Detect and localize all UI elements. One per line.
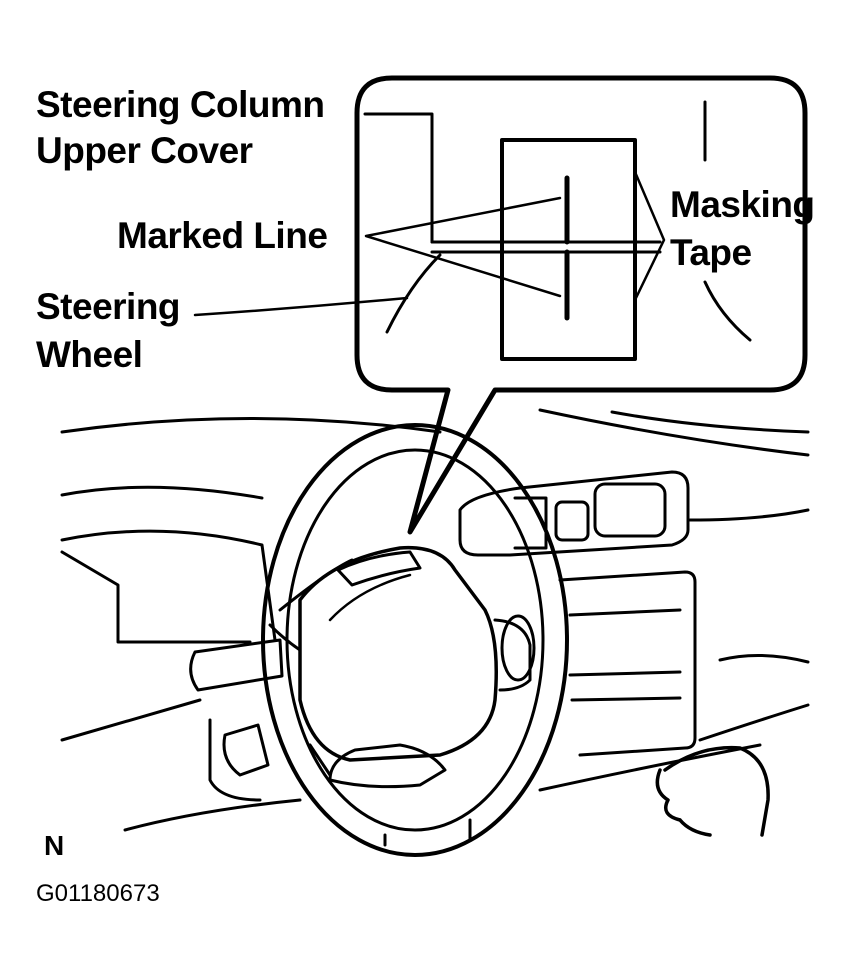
radio-unit <box>560 572 695 755</box>
wheel-masking-tape <box>338 552 420 585</box>
dashboard-right-mid <box>690 510 808 520</box>
dashboard-top-edge <box>62 419 440 433</box>
callout-bubble <box>357 78 805 532</box>
driver-hand <box>657 748 768 835</box>
dashboard-right-upper-edge <box>540 410 808 455</box>
driver-arm <box>720 655 808 662</box>
dashboard-right-top-edge <box>612 412 808 432</box>
floor-line-left <box>125 800 300 830</box>
dashboard-left-panel <box>62 487 262 498</box>
dashboard-left-lower <box>62 552 250 642</box>
wheel-top-spoke <box>280 560 352 610</box>
horn-button-right <box>502 616 534 680</box>
spoke-left <box>270 625 300 690</box>
center-vent-grille <box>595 484 665 536</box>
steering-wheel-label-line1: Steering <box>36 286 181 327</box>
masking-tape-label-line2: Tape <box>670 232 752 273</box>
airbag-pad-inner <box>330 575 410 620</box>
figure-id-label: G01180673 <box>36 880 160 907</box>
masking-tape-label-line1: Masking <box>670 184 815 225</box>
dashboard-right-bottom <box>540 745 760 790</box>
spoke-right <box>495 620 530 690</box>
spoke-bottom <box>330 745 445 787</box>
spoke-bottom-left <box>310 745 330 775</box>
masking-tape-leader <box>635 172 664 300</box>
combination-switch <box>191 640 282 690</box>
center-vent-button <box>556 502 588 540</box>
airbag-pad <box>300 548 496 760</box>
dashboard-left-shelf <box>62 531 275 640</box>
steering-wheel-rim-outer <box>263 425 567 855</box>
radio-slot-2 <box>570 672 680 675</box>
view-code-label: N <box>44 830 65 861</box>
marked-line-leader <box>366 198 560 296</box>
lower-left-knob <box>224 725 268 775</box>
marked-line-label: Marked Line <box>117 215 328 256</box>
wheel-hub-left-curve <box>387 255 440 332</box>
dashboard-right-lower <box>700 705 808 740</box>
wheel-hub-right-curve <box>705 282 750 340</box>
masking-tape <box>502 140 635 359</box>
dashboard-left-vent <box>62 700 200 740</box>
steering-column-label-line1: Steering Column <box>36 84 325 125</box>
steering-column-label-line2: Upper Cover <box>36 130 253 171</box>
steering-column <box>385 820 470 845</box>
steering-wheel-leader <box>195 298 407 315</box>
steering-wheel-label-line2: Wheel <box>36 334 143 375</box>
radio-slot-1 <box>570 610 680 615</box>
knee-panel-left <box>210 720 260 800</box>
radio-slot-3 <box>572 698 680 700</box>
